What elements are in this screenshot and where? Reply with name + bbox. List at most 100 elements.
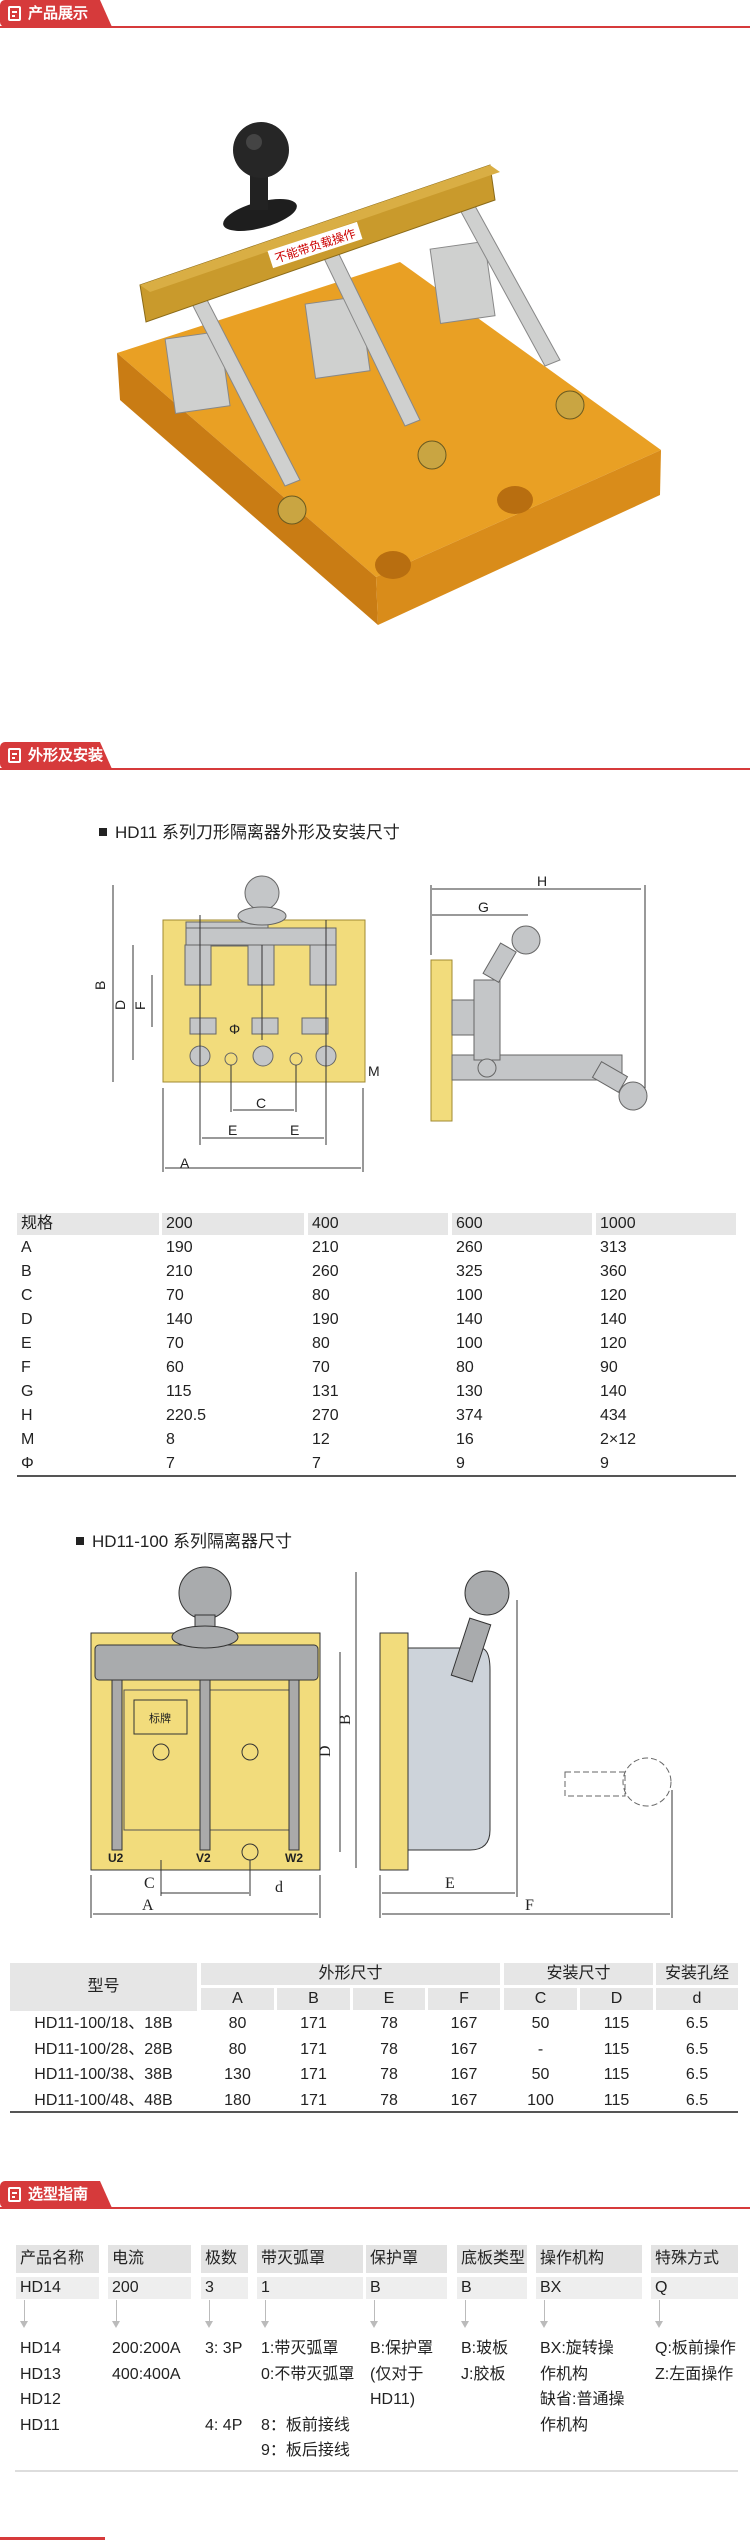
table-bottom-rule (10, 2111, 738, 2113)
table-header-model: 型号 (10, 1963, 197, 2011)
table-cell: 115 (603, 2091, 630, 2109)
selection-options: B:玻板 J:胶板 (461, 2340, 509, 2383)
document-icon (8, 6, 21, 21)
table-cell: 80 (228, 2040, 247, 2058)
table-subheader-cell: D (580, 1988, 653, 2010)
table-cell: 167 (450, 2066, 478, 2083)
selection-column-header: 产品名称 (16, 2245, 99, 2273)
bullet-icon (99, 828, 107, 836)
table-subheader-cell: C (504, 1988, 577, 2010)
table-cell: 190 (166, 1239, 193, 1256)
table-cell: HD11-100/18、18B (34, 2015, 173, 2032)
table-header-cell: 1000 (596, 1213, 736, 1235)
selection-options: Q:板前操作 Z:左面操作 (655, 2340, 736, 2383)
selection-example-value: BX (536, 2277, 642, 2299)
selection-example-value: 3 (201, 2277, 248, 2299)
table-cell: 171 (300, 2066, 327, 2083)
label-g: G (478, 899, 489, 915)
section-title: 外形及安装尺寸 (28, 747, 104, 791)
table-cell: 180 (224, 2091, 251, 2109)
table-header-cell: 400 (308, 1213, 448, 1235)
selection-options: HD14 HD13 HD12 HD11 (20, 2340, 61, 2434)
table-cell: 140 (456, 1311, 483, 1328)
table-cell: 50 (531, 2066, 550, 2083)
table-cell: 140 (166, 1311, 193, 1328)
arrow-down-icon (205, 2300, 213, 2328)
table-cell: 8 (166, 1431, 175, 1448)
document-icon (8, 2187, 21, 2202)
section-tab: 外形及安装尺寸 (0, 742, 112, 769)
table-cell: Φ (21, 1455, 34, 1472)
table-cell: 50 (531, 2015, 550, 2032)
selection-column-header: 电流 (108, 2245, 191, 2273)
table-cell: 7 (312, 1455, 321, 1472)
table-cell: 70 (166, 1335, 184, 1352)
selection-options: B:保护罩 (仅对于 HD11) (370, 2340, 434, 2408)
table-subheader-cell: d (656, 1988, 738, 2010)
label-e2: E (290, 1122, 299, 1138)
label-v2: V2 (196, 1851, 211, 1865)
table-bottom-rule (17, 1475, 736, 1477)
hd11-100-title: HD11-100 系列隔离器尺寸 (76, 1527, 292, 1552)
table-cell: E (21, 1335, 32, 1352)
selection-options: 200:200A 400:400A (112, 2340, 181, 2383)
selection-column-header: 带灭弧罩 (257, 2245, 363, 2273)
table-cell: 260 (312, 1263, 339, 1280)
table-cell: 210 (312, 1239, 339, 1256)
section-tab: 产品展示 (0, 0, 112, 27)
table-cell: 6.5 (685, 2091, 709, 2109)
table-header-cell: 200 (162, 1213, 304, 1235)
table-cell: 374 (456, 1407, 483, 1424)
nameplate-label: 标牌 (149, 1711, 171, 1725)
hd11-100-dimension-diagram: 标牌 U2 V2 W2 C A B D d E F (90, 1566, 673, 1918)
label-c: C (256, 1095, 266, 1111)
label-c: C (144, 1875, 155, 1892)
table-cell: HD11-100/28、28B (34, 2040, 173, 2058)
table-cell: 70 (166, 1287, 184, 1304)
table-header-cell: 规格 (17, 1213, 159, 1235)
arrow-down-icon (461, 2300, 469, 2328)
label-phi: Φ (229, 1021, 240, 1037)
selection-example-value: 1 (257, 2277, 363, 2299)
selection-example-value: B (366, 2277, 447, 2299)
table-cell: 80 (228, 2015, 247, 2032)
label-u2: U2 (108, 1851, 124, 1865)
selection-column-header: 特殊方式 (651, 2245, 738, 2273)
table-cell: 130 (456, 1383, 483, 1400)
table-cell: 220.5 (166, 1407, 207, 1424)
table-cell: 167 (450, 2091, 478, 2109)
table-cell: D (21, 1311, 33, 1328)
hd11-dimension-diagram: A B C D E E F G H M Φ (92, 873, 648, 1172)
section-header-dimensions: 外形及安装尺寸 (0, 742, 750, 770)
table-cell: 100 (527, 2091, 554, 2109)
table-cell: - (537, 2040, 544, 2058)
selection-options: 3: 3P 4: 4P (205, 2340, 243, 2434)
document-icon (8, 748, 21, 763)
divider (0, 2207, 750, 2209)
table-cell: C (21, 1287, 33, 1304)
table-cell: 115 (603, 2040, 630, 2058)
table-cell: 100 (456, 1335, 483, 1352)
table-cell: 313 (600, 1239, 627, 1256)
table-subheader-cell: A (201, 1988, 274, 2010)
arrow-down-icon (370, 2300, 378, 2328)
table-cell: 7 (166, 1455, 175, 1472)
label-d-hole: d (275, 1879, 283, 1896)
table-cell: 115 (603, 2015, 630, 2032)
table-cell: 90 (600, 1359, 618, 1376)
table-cell: 80 (312, 1335, 330, 1352)
table-cell: 78 (380, 2091, 398, 2109)
label-e: E (445, 1875, 455, 1892)
table-cell: 120 (600, 1335, 627, 1352)
arrow-down-icon (112, 2300, 120, 2328)
table-cell: B (21, 1263, 32, 1280)
table-cell: 360 (600, 1263, 627, 1280)
table-cell: 167 (450, 2015, 478, 2032)
table-cell: 190 (312, 1311, 339, 1328)
table-cell: HD11-100/48、48B (34, 2091, 173, 2109)
label-a: A (142, 1897, 154, 1914)
hd11-title: HD11 系列刀形隔离器外形及安装尺寸 (99, 818, 400, 843)
table-cell: 6.5 (685, 2066, 709, 2083)
table-cell: 9 (600, 1455, 609, 1472)
table-cell: 115 (166, 1383, 192, 1400)
